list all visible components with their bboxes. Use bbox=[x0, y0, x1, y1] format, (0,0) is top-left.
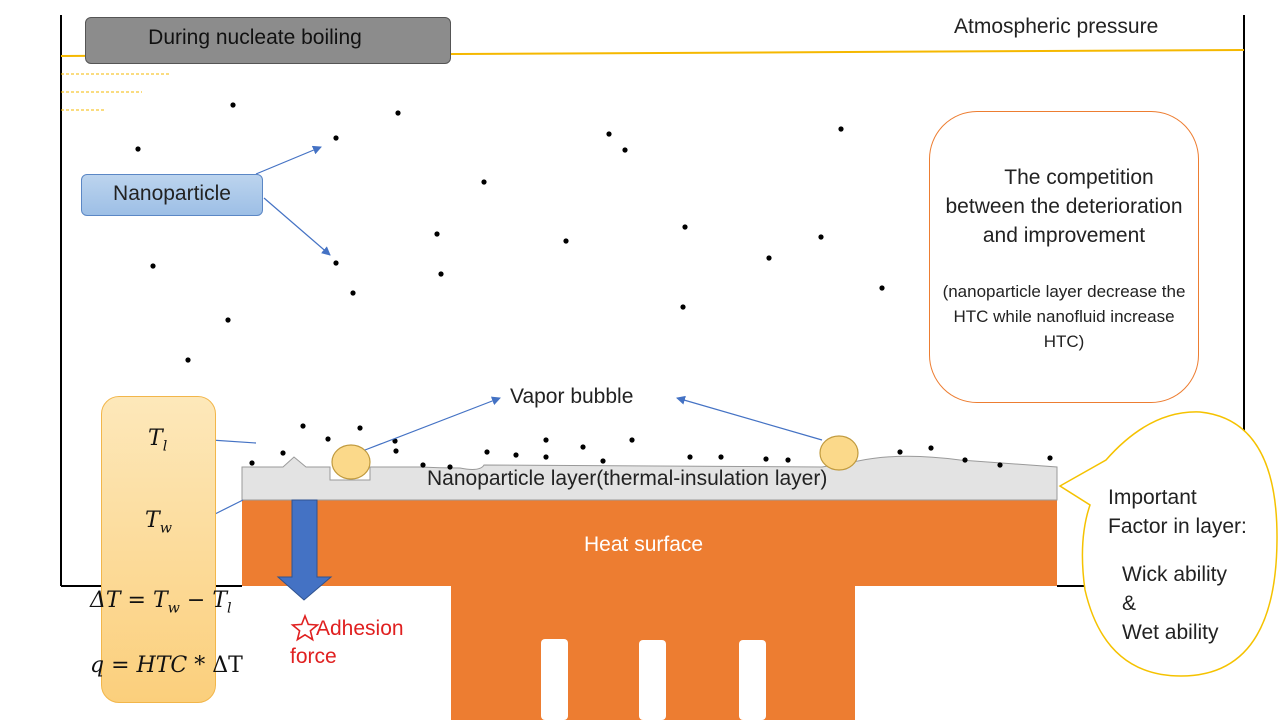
nanoparticle bbox=[1047, 455, 1053, 461]
competition-heading: The competition between the deterioratio… bbox=[945, 166, 1183, 247]
wall-temperature-symbol: Tw bbox=[145, 508, 172, 537]
nanoparticle bbox=[249, 460, 255, 466]
vapor-bubble-pointer-arrow bbox=[364, 396, 501, 451]
competition-detail: (nanoparticle layer decrease the HTC whi… bbox=[942, 282, 1186, 351]
nanoparticle bbox=[513, 452, 519, 458]
heat-surface-label: Heat surface bbox=[584, 533, 704, 556]
nanoparticle bbox=[629, 437, 635, 443]
nanoparticle bbox=[350, 290, 356, 296]
nanoparticles bbox=[135, 102, 1053, 470]
nanoparticle bbox=[434, 231, 440, 237]
nanoparticle bbox=[682, 224, 688, 230]
nanoparticle-label: Nanoparticle bbox=[113, 182, 231, 205]
nanoparticle bbox=[879, 285, 885, 291]
heater-slot-2 bbox=[639, 640, 666, 720]
nanoparticle bbox=[606, 131, 612, 137]
temperature-panel bbox=[101, 396, 216, 703]
nanoparticle bbox=[580, 444, 586, 450]
nanoparticle-layer-label: Nanoparticle layer(thermal-insulation la… bbox=[427, 467, 828, 490]
nanoparticle bbox=[838, 126, 844, 132]
factor-list: Wick ability&Wet ability bbox=[1122, 563, 1228, 644]
factors-bubble bbox=[1058, 411, 1278, 677]
diagram-title: During nucleate boiling bbox=[148, 26, 362, 49]
vapor-bubble-label: Vapor bubble bbox=[510, 385, 634, 408]
nanoparticle bbox=[393, 448, 399, 454]
heater-slot-1 bbox=[541, 639, 568, 720]
nanoparticle bbox=[135, 146, 141, 152]
nanoparticle bbox=[395, 110, 401, 116]
heater-slot-3 bbox=[739, 640, 766, 720]
nanoparticle bbox=[818, 234, 824, 240]
nanoparticle bbox=[185, 357, 191, 363]
nanoparticle-pointer-arrow bbox=[255, 145, 322, 175]
nanoparticle bbox=[225, 317, 231, 323]
nanoparticle-layer bbox=[241, 455, 1058, 501]
vapor-bubble bbox=[819, 435, 859, 471]
nanoparticle bbox=[230, 102, 236, 108]
title-box bbox=[85, 17, 451, 64]
nanoparticle bbox=[928, 445, 934, 451]
nanoparticle bbox=[962, 457, 968, 463]
vapor-bubble-pointer-arrow bbox=[676, 395, 823, 441]
heat-surface bbox=[242, 500, 1057, 586]
nanoparticle bbox=[325, 436, 331, 442]
nanoparticle bbox=[687, 454, 693, 460]
nanoparticle bbox=[680, 304, 686, 310]
nanoparticle bbox=[763, 456, 769, 462]
nanoparticle bbox=[333, 135, 339, 141]
nanoparticle bbox=[280, 450, 286, 456]
nanoparticle bbox=[420, 462, 426, 468]
nanoparticle bbox=[997, 462, 1003, 468]
nanoparticle bbox=[438, 271, 444, 277]
atmospheric-pressure-label: Atmospheric pressure bbox=[954, 15, 1159, 38]
delta-t-equation: ΔT = Tw − Tl bbox=[90, 588, 232, 617]
nanoparticle bbox=[622, 147, 628, 153]
nanoparticle bbox=[785, 457, 791, 463]
nanoparticle bbox=[357, 425, 363, 431]
adhesion-force-arrow bbox=[276, 499, 333, 601]
nanoparticle bbox=[392, 438, 398, 444]
competition-note bbox=[929, 111, 1199, 403]
adhesion-star-icon bbox=[290, 613, 320, 642]
nanoparticle bbox=[718, 454, 724, 460]
nanoparticle bbox=[543, 454, 549, 460]
nanoparticle bbox=[563, 238, 569, 244]
nanoparticle bbox=[600, 458, 606, 464]
nanoparticle bbox=[150, 263, 156, 269]
nanoparticle-callout bbox=[81, 174, 263, 216]
nanoparticle-pointer-arrow bbox=[263, 197, 331, 256]
nanoparticle bbox=[447, 464, 453, 470]
nanoparticle bbox=[481, 179, 487, 185]
liquid-temperature-symbol: Tl bbox=[148, 426, 168, 455]
nanoparticle bbox=[333, 260, 339, 266]
nanoparticle bbox=[300, 423, 306, 429]
nanoparticle bbox=[766, 255, 772, 261]
vapor-bubble bbox=[331, 444, 371, 480]
heat-flux-equation: q = HTC * ΔT bbox=[90, 653, 243, 678]
nanoparticle bbox=[543, 437, 549, 443]
nanoparticle bbox=[897, 449, 903, 455]
nanoparticle bbox=[484, 449, 490, 455]
